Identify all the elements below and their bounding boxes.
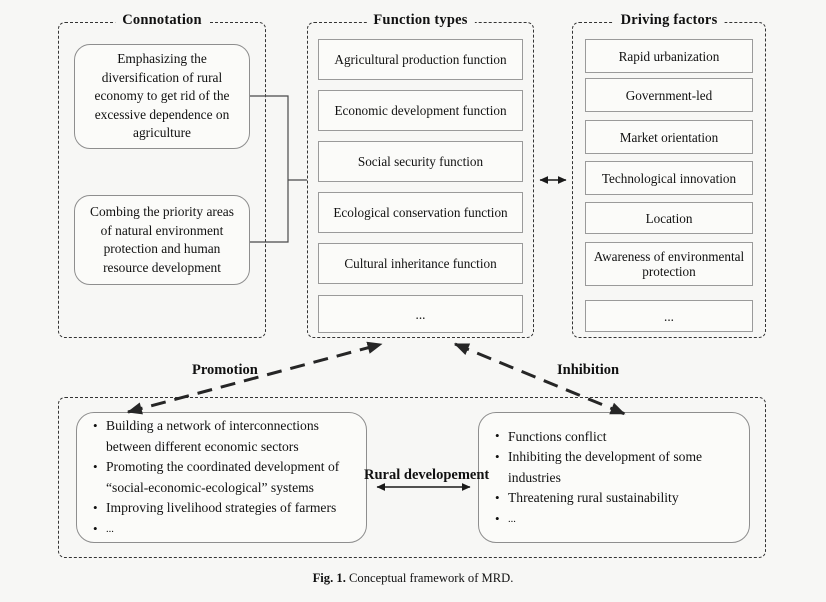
function-item-4: Cultural inheritance function	[318, 243, 523, 284]
list-item: Improving livelihood strategies of farme…	[93, 498, 352, 519]
driving-item-1: Government-led	[585, 78, 753, 112]
driving-item-6: ...	[585, 300, 753, 332]
driving-item-5: Awareness of environmental protection	[585, 242, 753, 286]
promotion-arrow-label: Promotion	[192, 362, 258, 378]
group-title-connotation: Connotation	[115, 12, 209, 28]
driving-item-3: Technological innovation	[585, 161, 753, 195]
group-function-types: Function types	[307, 12, 534, 338]
function-item-5: ...	[318, 295, 523, 333]
promotion-outcome-box: Building a network of interconnections b…	[76, 412, 367, 543]
function-item-0: Agricultural production function	[318, 39, 523, 80]
function-item-3: Ecological conservation function	[318, 192, 523, 233]
function-item-1: Economic development function	[318, 90, 523, 131]
list-item: Building a network of interconnections b…	[93, 416, 352, 457]
promotion-bullet-list: Building a network of interconnections b…	[93, 416, 352, 541]
group-driving-factors: Driving factors	[572, 12, 766, 338]
group-outcomes	[58, 397, 766, 558]
inhibition-arrow-label: Inhibition	[557, 362, 620, 378]
driving-item-2: Market orientation	[585, 120, 753, 154]
list-item: Functions conflict	[495, 426, 735, 448]
inhibition-outcome-box: Functions conflict Inhibiting the develo…	[478, 412, 750, 543]
list-item: ...	[495, 508, 735, 531]
list-item: Inhibiting the development of some indus…	[495, 447, 735, 488]
caption-text: Conceptual framework of MRD.	[349, 571, 514, 585]
connotation-box-1: Emphasizing the diversification of rural…	[74, 44, 250, 149]
group-title-driving-factors: Driving factors	[613, 12, 725, 28]
rural-development-label: Rural developement	[364, 467, 490, 483]
group-title-function-types: Function types	[366, 12, 475, 28]
connotation-box-2: Combing the priority areas of natural en…	[74, 195, 250, 285]
inhibition-bullet-list: Functions conflict Inhibiting the develo…	[495, 426, 735, 531]
list-item: Threatening rural sustainability	[495, 488, 735, 509]
figure-caption: Fig. 1. Conceptual framework of MRD.	[0, 571, 826, 586]
driving-item-0: Rapid urbanization	[585, 39, 753, 73]
list-item: Promoting the coordinated development of…	[93, 457, 352, 498]
driving-item-4: Location	[585, 202, 753, 234]
list-item: ...	[93, 518, 352, 541]
caption-label: Fig. 1.	[312, 571, 346, 585]
function-item-2: Social security function	[318, 141, 523, 182]
